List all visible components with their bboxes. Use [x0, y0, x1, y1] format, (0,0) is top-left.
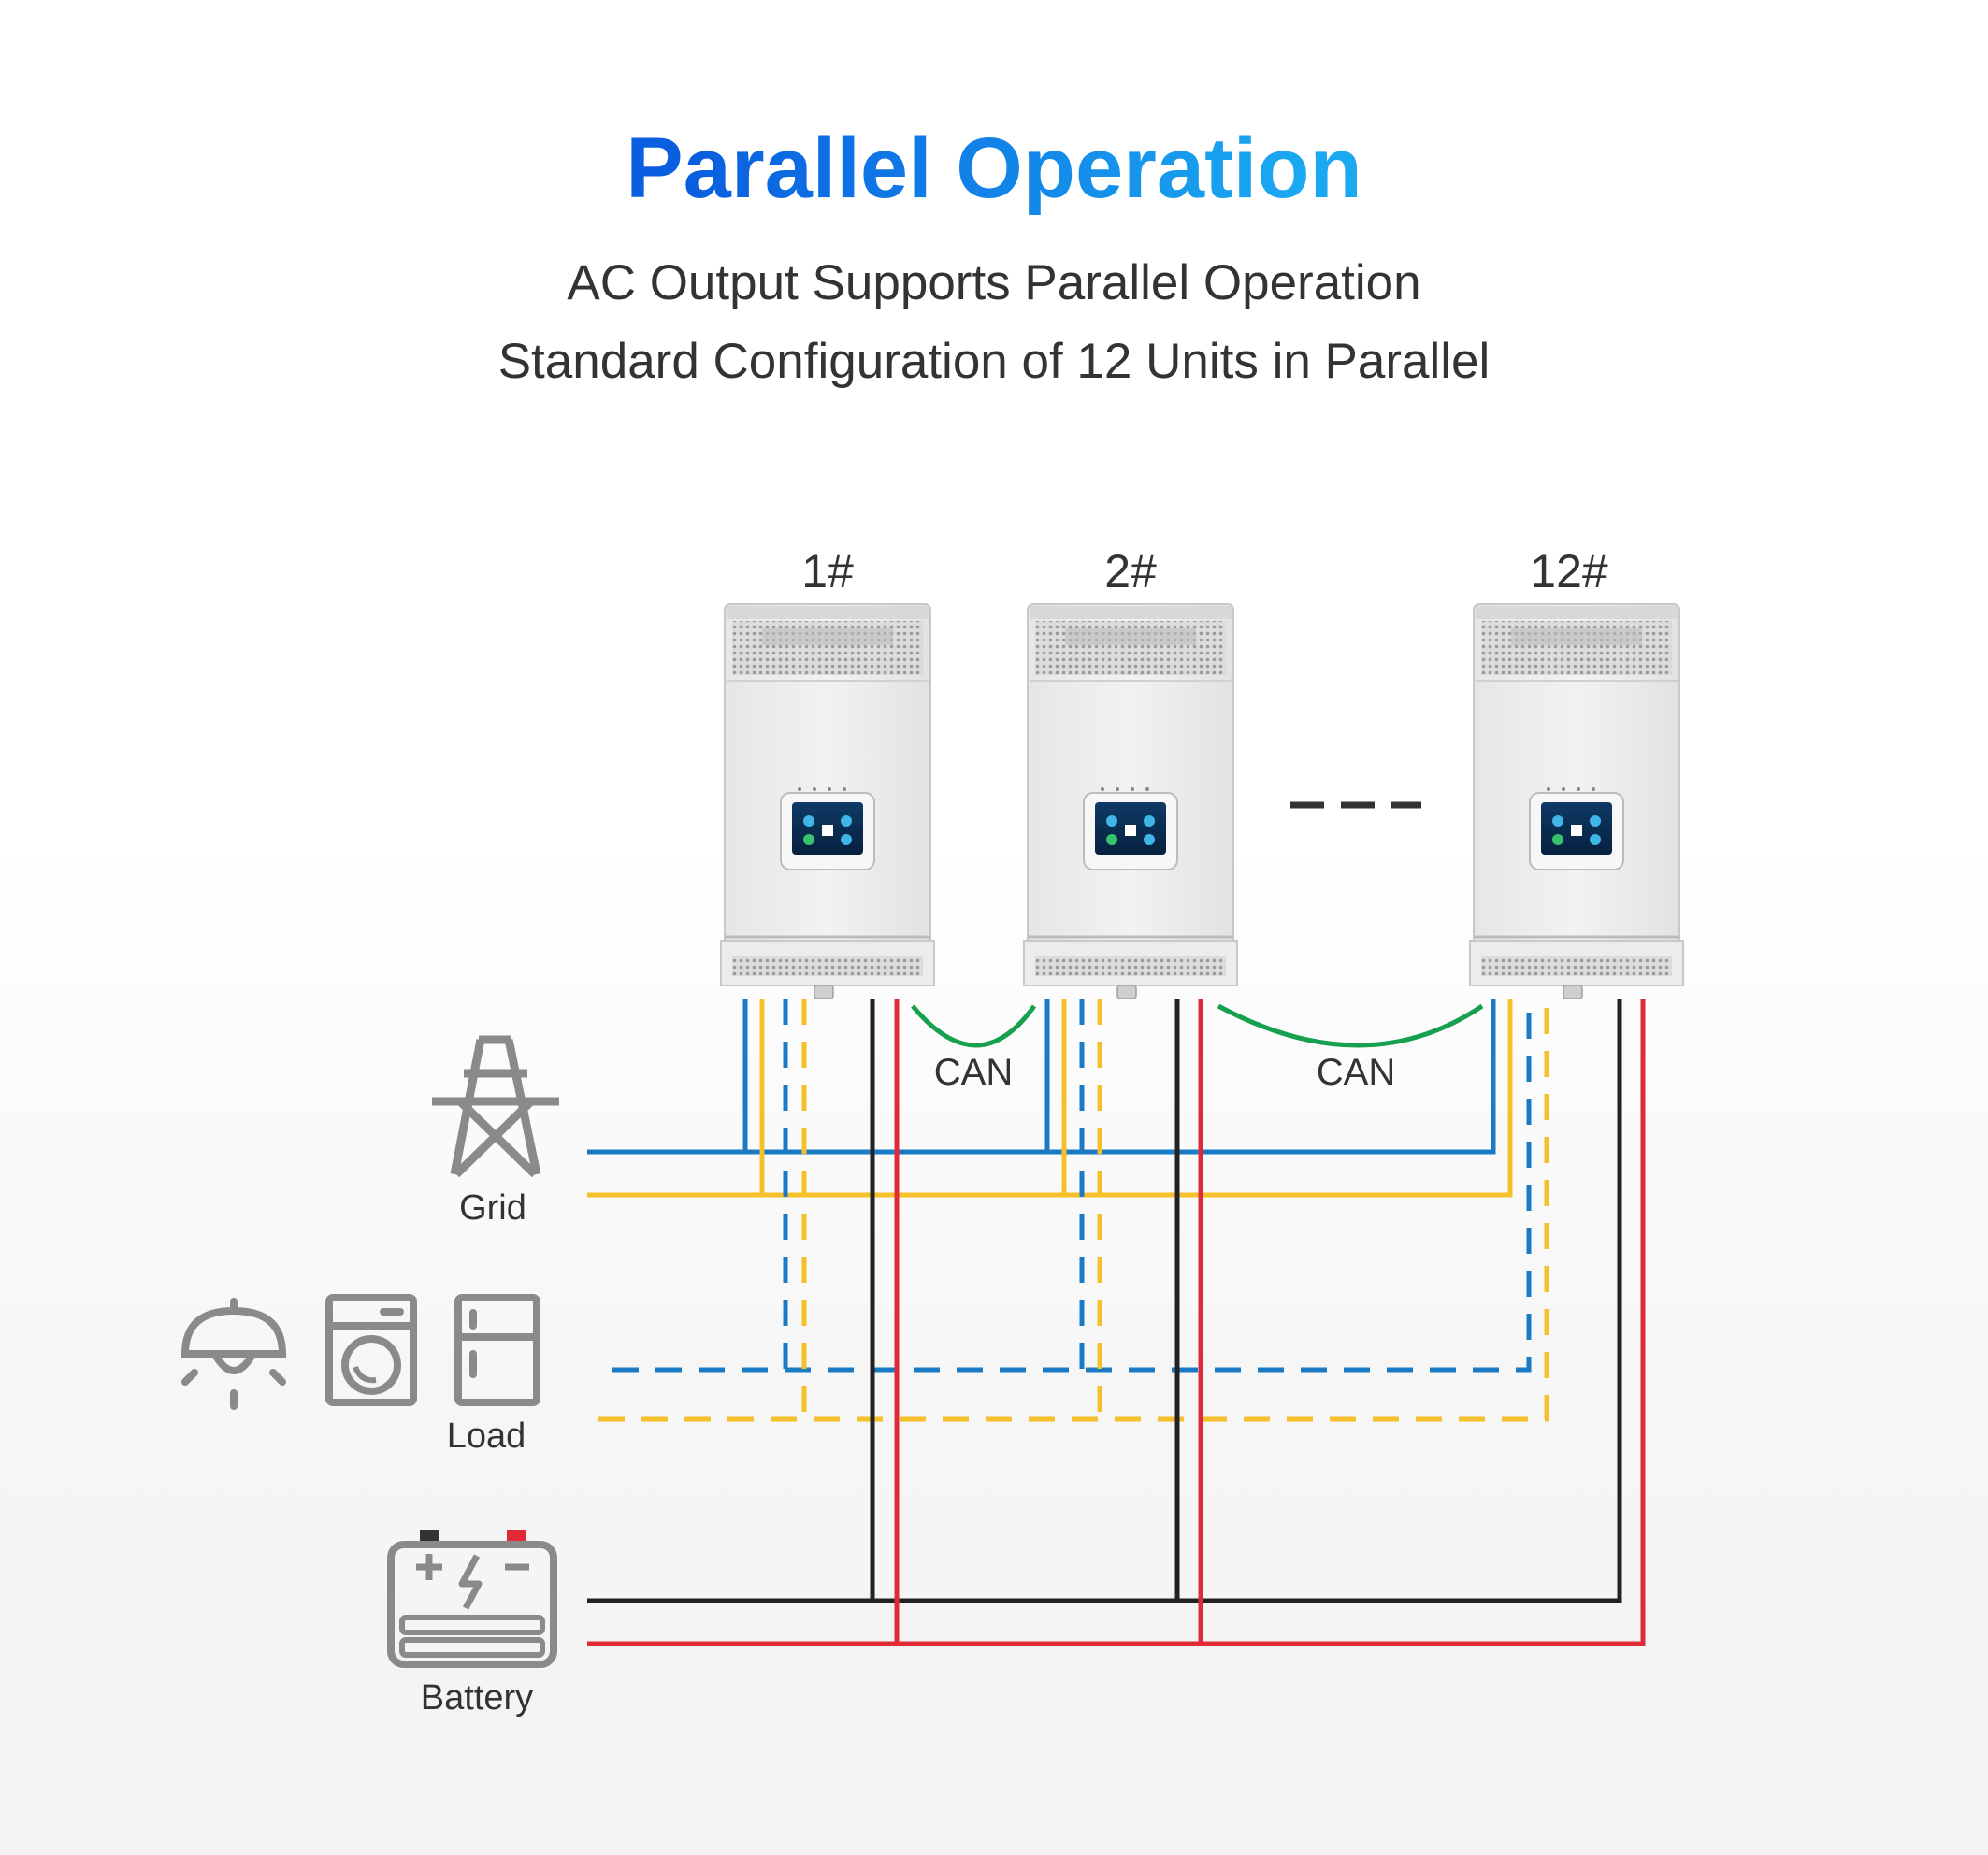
load-label: Load	[447, 1416, 526, 1456]
can-cable-2	[1217, 1003, 1484, 1048]
grid-wiring	[587, 999, 1513, 1198]
battery-label: Battery	[421, 1678, 533, 1718]
grid-label: Grid	[459, 1188, 526, 1228]
ceiling-lamp-icon	[180, 1298, 287, 1410]
transmission-tower-icon	[432, 1035, 559, 1178]
inverter-unit-1	[719, 602, 936, 1000]
page-title: Parallel Operation	[0, 120, 1988, 218]
subtitle-line-2: Standard Configuration of 12 Units in Pa…	[497, 334, 1491, 389]
washing-machine-icon	[325, 1294, 417, 1406]
can-label-1: CAN	[934, 1052, 1013, 1093]
load-wiring	[598, 999, 1549, 1422]
unit-label-2: 2#	[1104, 545, 1157, 597]
inverter-unit-12	[1468, 602, 1685, 1000]
unit-label-12: 12#	[1530, 545, 1608, 597]
inverter-unit-2	[1022, 602, 1239, 1000]
unit-label-1: 1#	[801, 545, 854, 597]
subtitle-line-1: AC Output Supports Parallel Operation	[567, 255, 1421, 310]
battery-wiring	[587, 999, 1646, 1646]
can-label-2: CAN	[1317, 1052, 1395, 1093]
can-cable-1	[911, 1004, 1037, 1048]
refrigerator-icon	[454, 1294, 540, 1406]
battery-icon	[387, 1530, 557, 1668]
